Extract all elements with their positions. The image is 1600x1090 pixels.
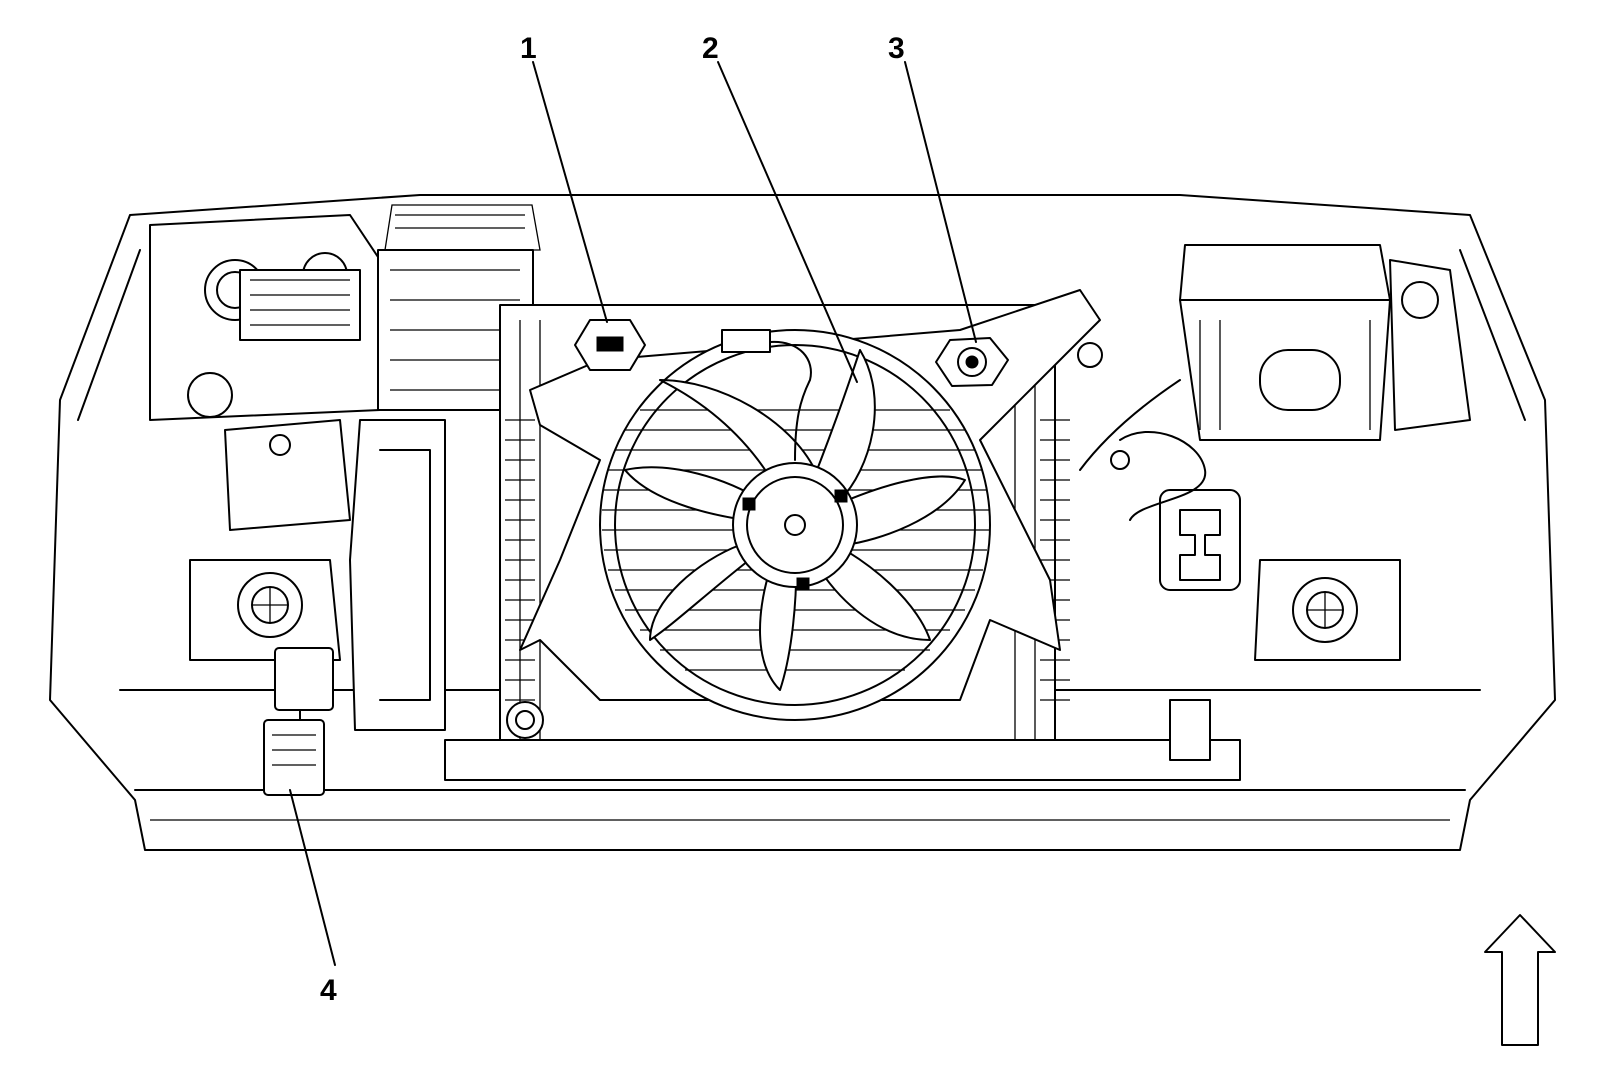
- right-wiring: [1077, 342, 1207, 521]
- cooling-fan: [599, 329, 991, 721]
- callout-leader-1: [532, 61, 608, 323]
- lower-tie-bar: [444, 699, 1241, 781]
- callout-label-3: 3: [888, 32, 905, 65]
- callout-leader-3: [904, 61, 977, 343]
- radiator-drain-plug: [574, 319, 646, 371]
- radiator-fins-left: [505, 419, 535, 701]
- ambient-sensor-module: [263, 647, 334, 796]
- up-arrow-icon: [1484, 914, 1556, 1046]
- right-fog-lamp: [1254, 559, 1401, 661]
- right-headlamp-assembly: [1389, 259, 1471, 431]
- callout-leader-2: [717, 61, 858, 383]
- coolant-pressure-cap: [935, 337, 1009, 387]
- callout-label-4: 4: [320, 974, 337, 1007]
- battery: [1179, 244, 1391, 441]
- left-headlamp-assembly: [149, 214, 381, 421]
- horn-bracket: [1159, 489, 1241, 591]
- left-fog-lamp: [189, 559, 341, 661]
- callout-label-2: 2: [702, 32, 719, 65]
- callout-label-1: 1: [520, 32, 537, 65]
- fan-harness: [721, 329, 812, 461]
- callout-leader-4: [289, 789, 336, 966]
- left-air-duct: [224, 419, 446, 731]
